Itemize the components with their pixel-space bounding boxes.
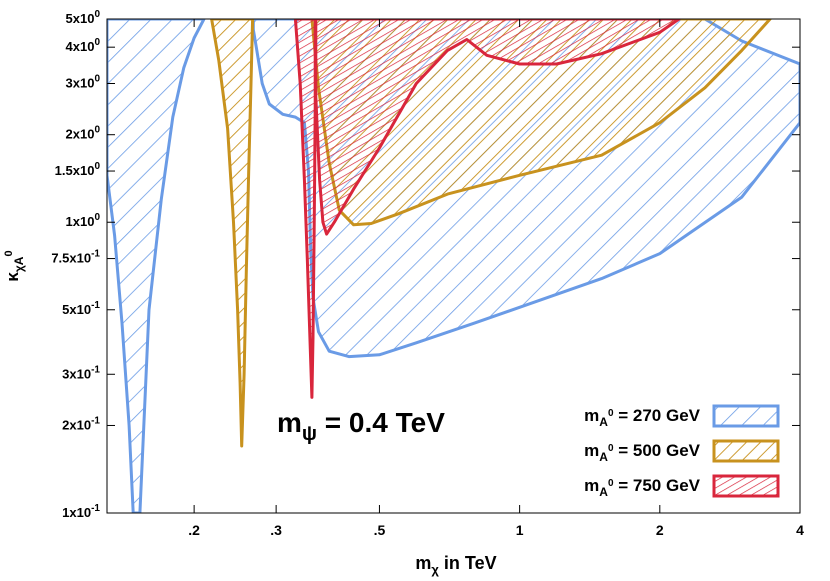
data-regions <box>107 19 800 513</box>
y-axis-title: κχA0 <box>3 250 26 281</box>
legend-swatch-1 <box>712 404 780 428</box>
x-tick-label: 4 <box>796 522 804 538</box>
y-tick-label: 3x10-1 <box>62 364 100 381</box>
x-tick-label: .5 <box>374 522 386 538</box>
region-series-1-1 <box>107 19 206 513</box>
y-tick-label: 1x100 <box>66 212 101 229</box>
legend-label-2: mA0 = 500 GeV <box>584 441 700 464</box>
y-axis: 1x10-1 2x10-1 3x10-1 5x10-1 7.5x10-1 1x100 1.5… <box>51 9 800 520</box>
x-tick-label: 2 <box>656 522 664 538</box>
x-axis-title: mχ in TeV <box>415 553 496 577</box>
legend: mA0 = 270 GeV mA0 = 500 GeV mA0 = 750 GeV <box>584 404 780 499</box>
y-tick-label: 5x100 <box>66 9 101 26</box>
y-tick-label: 7.5x10-1 <box>51 249 100 266</box>
y-tick-label: 5x10-1 <box>62 300 100 317</box>
legend-label-3: mA0 = 750 GeV <box>584 476 700 499</box>
legend-swatch-3 <box>712 474 780 498</box>
y-tick-label: 3x100 <box>66 74 101 91</box>
y-tick-label: 2x100 <box>66 125 101 142</box>
x-tick-label: .3 <box>270 522 282 538</box>
region-series-3-2 <box>314 19 681 236</box>
y-tick-label: 4x100 <box>66 37 101 54</box>
legend-swatch-2 <box>712 439 780 463</box>
x-axis: .2 .3 .5 1 2 4 <box>188 19 804 538</box>
x-tick-label: .2 <box>188 522 200 538</box>
region-series-2-1 <box>210 19 255 448</box>
y-tick-label: 2x10-1 <box>62 415 100 432</box>
y-tick-label: 1x10-1 <box>62 503 100 520</box>
legend-label-1: mA0 = 270 GeV <box>584 406 700 429</box>
annotation: mψ = 0.4 TeV <box>277 407 445 445</box>
y-tick-label: 1.5x100 <box>55 161 101 178</box>
plot-frame <box>106 18 801 514</box>
x-tick-label: 1 <box>516 522 524 538</box>
